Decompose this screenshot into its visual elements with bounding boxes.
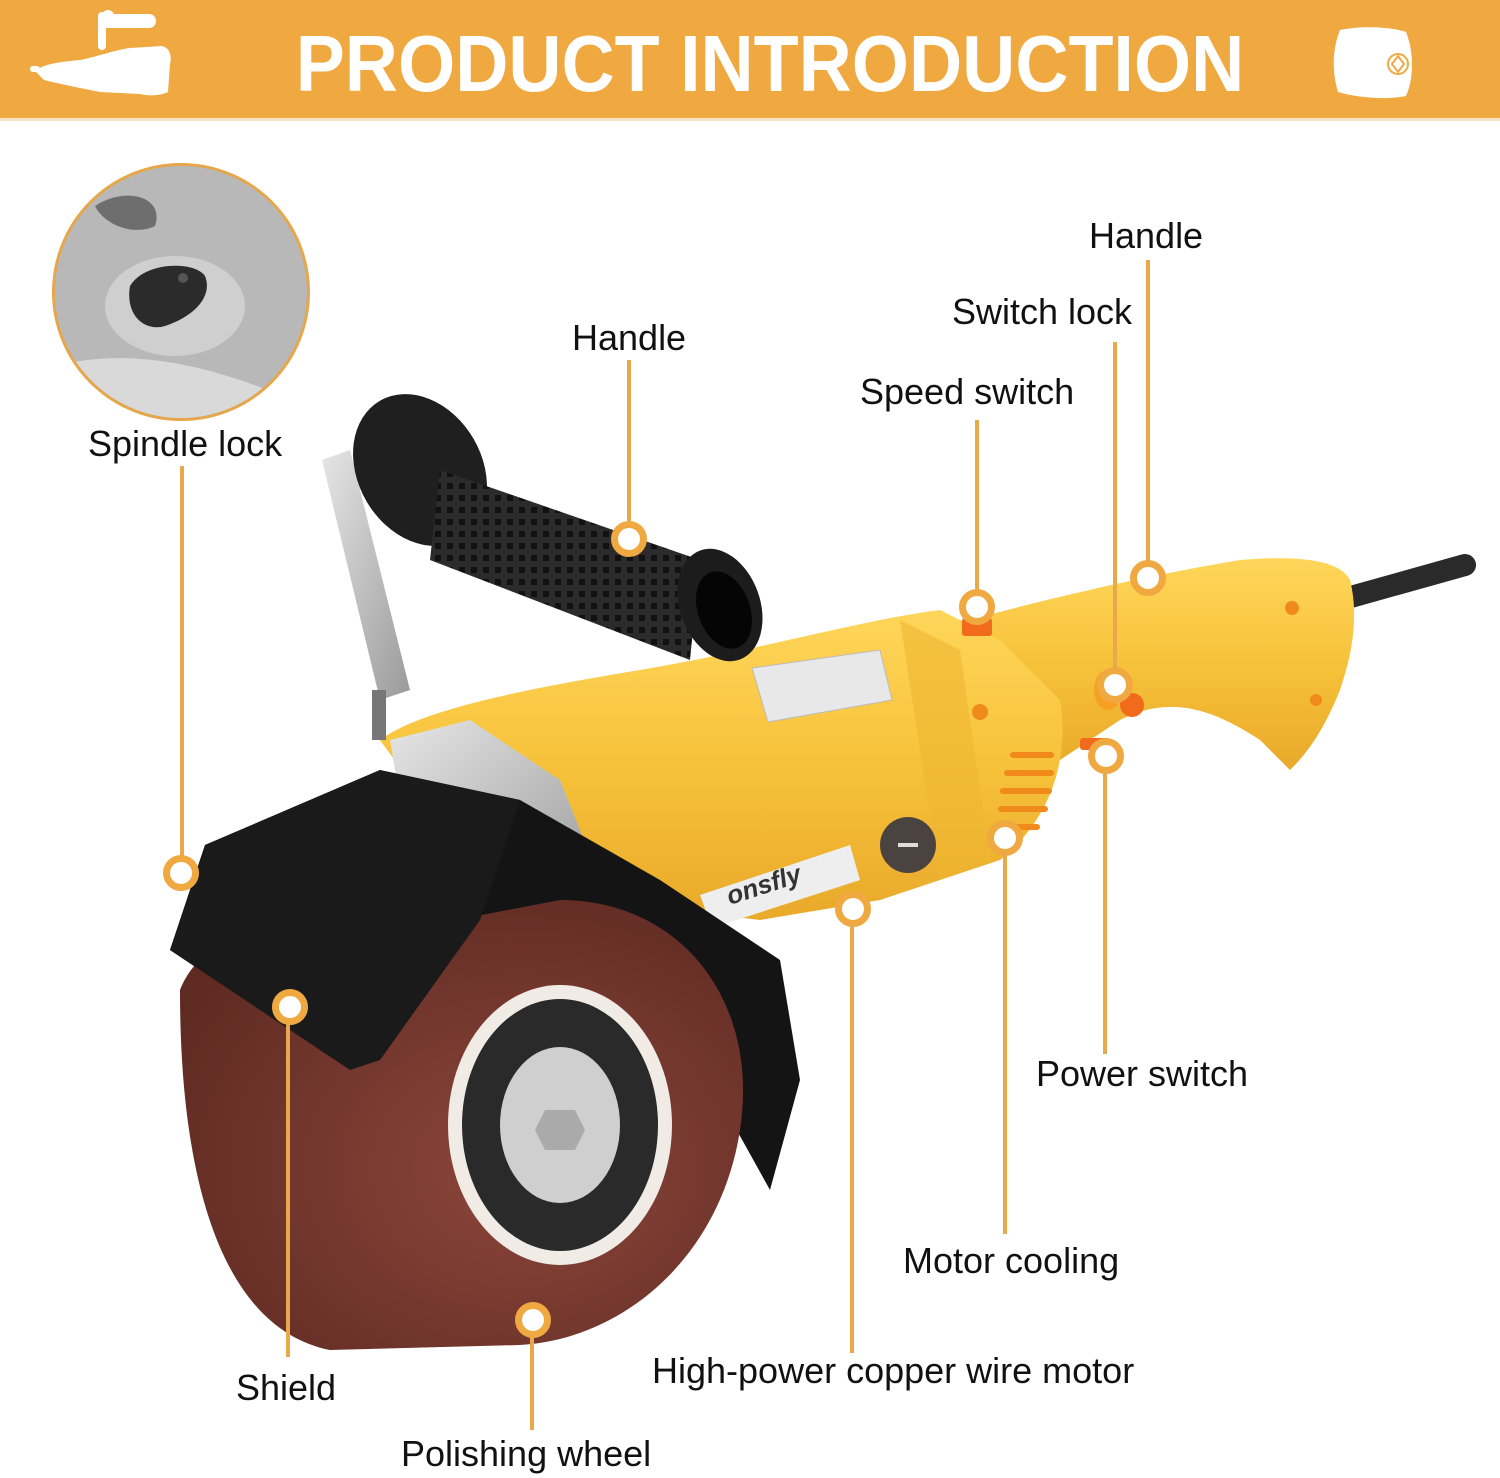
callout-marker-motor-cooling[interactable] — [987, 820, 1023, 856]
callout-label-polishing-wheel: Polishing wheel — [401, 1433, 652, 1474]
callout-label-spindle-lock: Spindle lock — [88, 423, 283, 464]
callout-label-handle-side: Handle — [572, 317, 687, 358]
callout-label-handle-rear: Handle — [1089, 215, 1204, 256]
callout-marker-power-switch[interactable] — [1088, 738, 1124, 774]
callout-line-motor-cooling — [1003, 852, 1007, 1234]
callout-marker-handle-rear[interactable] — [1130, 560, 1166, 596]
polishing-wheel-icon — [1333, 27, 1412, 99]
callout-label-power-switch: Power switch — [1036, 1053, 1249, 1094]
callout-marker-switch-lock[interactable] — [1097, 667, 1133, 703]
spindle-lock-closeup-icon — [55, 166, 307, 418]
callout-line-handle-rear — [1146, 260, 1150, 562]
callout-marker-shield[interactable] — [272, 989, 308, 1025]
callout-marker-handle-side[interactable] — [611, 521, 647, 557]
callout-line-power-switch — [1103, 770, 1107, 1054]
header-banner: PRODUCT INTRODUCTION — [0, 0, 1500, 121]
callout-label-switch-lock: Switch lock — [952, 291, 1133, 332]
callout-line-switch-lock — [1113, 342, 1117, 674]
callout-line-speed-switch — [975, 420, 979, 592]
callout-line-spindle-lock — [180, 466, 184, 862]
callout-marker-polishing-wheel[interactable] — [515, 1302, 551, 1338]
polisher-silhouette-icon — [30, 10, 171, 96]
callout-label-motor-cooling: Motor cooling — [903, 1240, 1120, 1281]
callout-marker-spindle-lock[interactable] — [163, 855, 199, 891]
callout-line-handle-side — [627, 360, 631, 528]
banner-divider — [0, 118, 1500, 121]
callout-line-polishing-wheel — [530, 1334, 534, 1430]
spindle-lock-inset — [52, 163, 310, 421]
callout-line-motor — [850, 923, 854, 1353]
page-title: PRODUCT INTRODUCTION — [295, 19, 1245, 108]
callout-label-shield: Shield — [236, 1367, 337, 1408]
callout-label-speed-switch: Speed switch — [860, 371, 1075, 412]
callout-label-motor: High-power copper wire motor — [652, 1350, 1135, 1391]
callout-marker-motor[interactable] — [835, 891, 871, 927]
callout-marker-speed-switch[interactable] — [959, 589, 995, 625]
callout-line-shield — [286, 1021, 290, 1357]
